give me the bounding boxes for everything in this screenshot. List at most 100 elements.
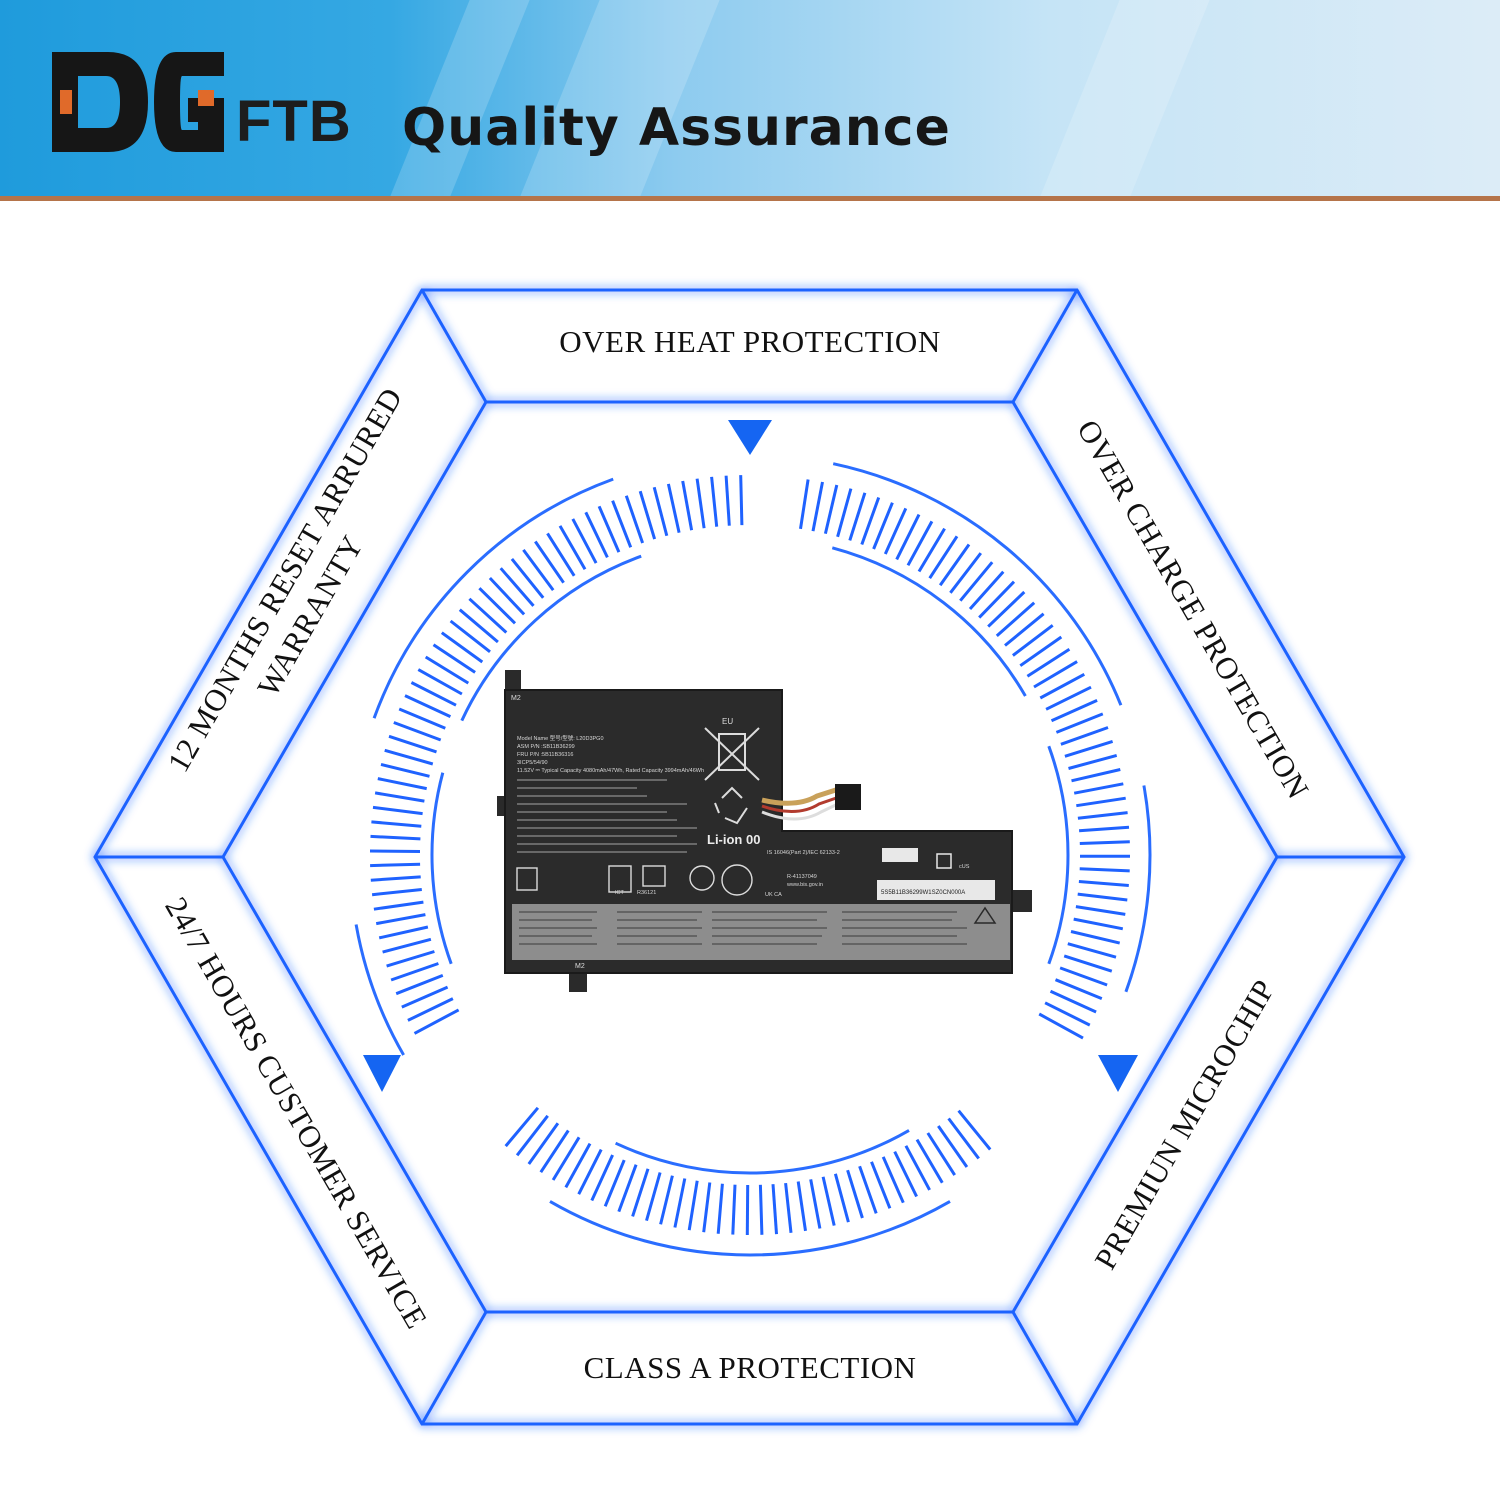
feature-over-heat-protection: OVER HEAT PROTECTION	[559, 324, 941, 359]
tick-mark	[1064, 739, 1114, 758]
battery-eu: EU	[722, 717, 733, 726]
tick-mark	[1079, 840, 1130, 845]
tick-mark	[499, 567, 535, 607]
battery-ukca: UK CA	[765, 892, 782, 898]
tick-mark	[373, 900, 424, 911]
battery-ul: cUS	[959, 864, 970, 870]
tick-mark	[401, 985, 449, 1009]
tick-mark	[1071, 768, 1121, 783]
tick-mark	[906, 520, 934, 567]
tick-mark	[1049, 989, 1097, 1014]
tick-mark	[1073, 782, 1124, 795]
tick-mark	[915, 1138, 944, 1184]
tick-mark	[372, 805, 423, 816]
inner-arc	[832, 462, 1123, 706]
battery-standard: IS 16046(Part 2)/IEC 62133-2	[767, 850, 840, 856]
tick-mark	[478, 587, 517, 625]
tick-mark	[384, 748, 434, 766]
tick-mark	[1077, 811, 1128, 820]
inner-arc	[354, 924, 405, 1056]
tick-mark	[504, 1106, 540, 1148]
inner-arc	[460, 554, 642, 722]
tick-mark	[1011, 624, 1054, 657]
tick-mark	[510, 557, 545, 599]
battery-chemistry: Li-ion 00	[707, 832, 760, 847]
inner-arcs	[354, 462, 1152, 1257]
tick-mark	[1044, 1001, 1091, 1027]
tick-mark	[799, 479, 810, 530]
tick-mark	[1060, 726, 1109, 746]
m2-mark: M2	[575, 963, 585, 970]
tick-mark	[1068, 753, 1118, 770]
tick-mark	[917, 527, 946, 573]
tick-mark	[624, 495, 645, 544]
tick-mark	[424, 655, 470, 685]
tick-mark	[407, 997, 454, 1022]
brand-suffix: FTB	[236, 89, 352, 154]
connector	[835, 784, 861, 810]
tick-mark	[702, 1182, 712, 1233]
tick-mark	[1033, 660, 1078, 689]
tick-mark	[597, 505, 621, 553]
m2-mark: M2	[511, 695, 521, 702]
tick-mark	[380, 762, 430, 778]
tick-mark	[1026, 647, 1071, 678]
tick-mark	[881, 1156, 905, 1204]
tick-mark	[404, 694, 452, 718]
tick-mark	[546, 532, 576, 577]
tick-mark	[631, 1168, 650, 1217]
tick-mark	[1077, 892, 1128, 902]
tick-mark	[1067, 942, 1117, 959]
tick-mark	[638, 490, 657, 540]
tick-mark	[410, 681, 457, 707]
tick-mark	[771, 1184, 778, 1235]
tick-mark	[1038, 1012, 1084, 1040]
tick-mark	[739, 475, 744, 526]
mount-tab	[505, 670, 521, 692]
tick-mark	[378, 925, 429, 940]
tick-mark	[784, 1182, 793, 1233]
tick-mark	[374, 791, 425, 803]
tick-mark	[681, 480, 694, 531]
inner-arc	[831, 546, 1027, 697]
tick-mark	[968, 570, 1005, 610]
battery-url: www.bis.gov.in	[786, 882, 823, 888]
tick-mark	[995, 601, 1036, 638]
tick-mark	[978, 580, 1016, 619]
tick-mark	[870, 1161, 892, 1209]
tick-mark	[571, 518, 598, 564]
tick-mark	[1045, 685, 1092, 711]
tick-mark	[370, 862, 421, 868]
feature-class-a-protection: CLASS A PROTECTION	[583, 1350, 917, 1385]
tick-mark	[673, 1178, 687, 1228]
tick-mark	[1079, 867, 1130, 873]
tick-mark	[809, 1179, 822, 1229]
tick-mark	[449, 619, 491, 653]
tick-mark	[1039, 672, 1086, 700]
tick-mark	[1019, 635, 1063, 667]
tick-mark	[590, 1154, 614, 1202]
tick-mark	[393, 721, 442, 742]
tick-mark	[833, 1173, 850, 1223]
tick-mark	[527, 1122, 560, 1165]
battery-lot: R36121	[637, 890, 656, 896]
tick-mark	[1050, 699, 1098, 723]
tick-mark	[659, 1175, 674, 1225]
tick-mark	[611, 500, 633, 548]
tick-mark	[846, 1169, 864, 1219]
tick-mark	[895, 513, 921, 561]
tick-mark	[724, 475, 731, 526]
tick-mark	[796, 1181, 807, 1232]
tick-mark	[515, 1114, 549, 1157]
tick-mark	[1073, 917, 1124, 931]
tick-mark	[370, 875, 421, 882]
tick-mark	[1078, 880, 1129, 887]
inner-arc	[372, 477, 614, 719]
tick-mark	[652, 486, 669, 537]
tick-mark	[1070, 930, 1121, 945]
tick-mark	[388, 734, 437, 754]
barcode-label	[877, 880, 995, 900]
tick-mark	[377, 777, 428, 791]
tick-mark	[1078, 825, 1130, 833]
